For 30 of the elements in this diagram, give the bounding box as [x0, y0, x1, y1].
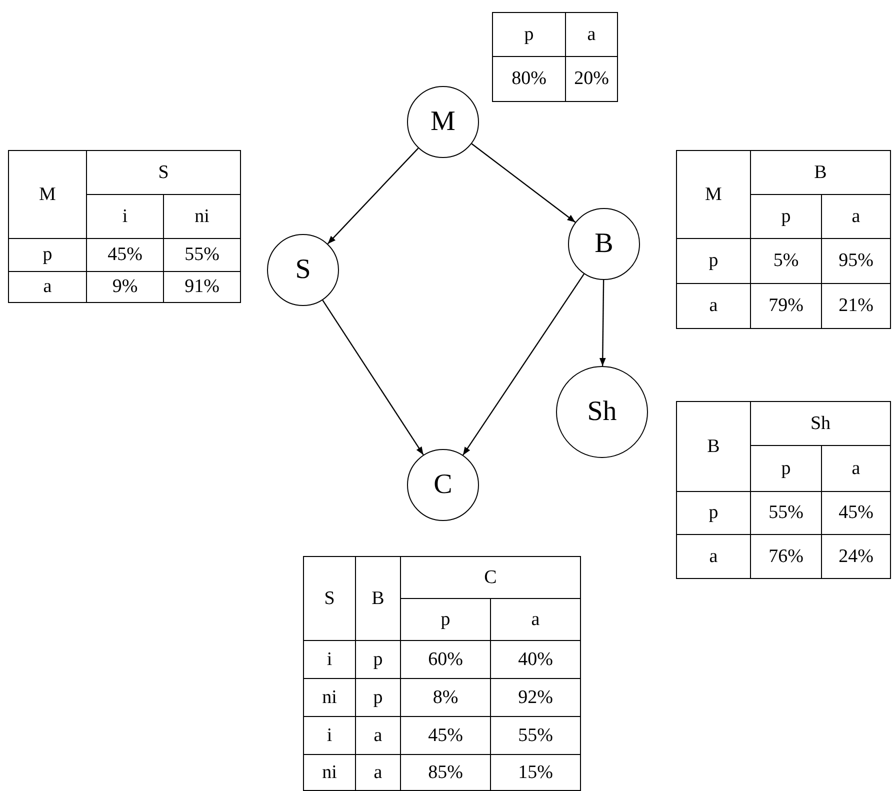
table-cell: S — [86, 150, 241, 195]
arrow — [462, 274, 584, 456]
table-cell: B — [676, 401, 751, 492]
table-cell: a — [8, 271, 87, 303]
table-cell: a — [565, 12, 618, 57]
arrow — [327, 148, 419, 244]
table-cell: 21% — [821, 283, 891, 329]
arrow — [322, 300, 424, 456]
table-cell: M — [8, 150, 87, 239]
table-cell: a — [676, 283, 751, 329]
table-cell: C — [400, 556, 581, 599]
node-label: C — [434, 469, 452, 501]
arrow — [599, 280, 606, 366]
table-cell: 91% — [163, 271, 241, 303]
node-label: Sh — [587, 396, 617, 428]
table-cell: 15% — [490, 754, 581, 791]
table-cell: 20% — [565, 56, 618, 102]
table-cell: S — [303, 556, 356, 641]
table-cell: 80% — [492, 56, 566, 102]
table-cell: a — [676, 534, 751, 579]
table-cell: Sh — [750, 401, 891, 446]
table-cell: p — [492, 12, 566, 57]
table-cell: ni — [303, 754, 356, 791]
table-cell: M — [676, 150, 751, 239]
table-cell: B — [750, 150, 891, 195]
arrow — [471, 143, 576, 223]
node-label: B — [594, 228, 614, 260]
table-cell: 24% — [821, 534, 891, 579]
node-label: S — [295, 254, 311, 286]
node-label: M — [430, 106, 456, 138]
